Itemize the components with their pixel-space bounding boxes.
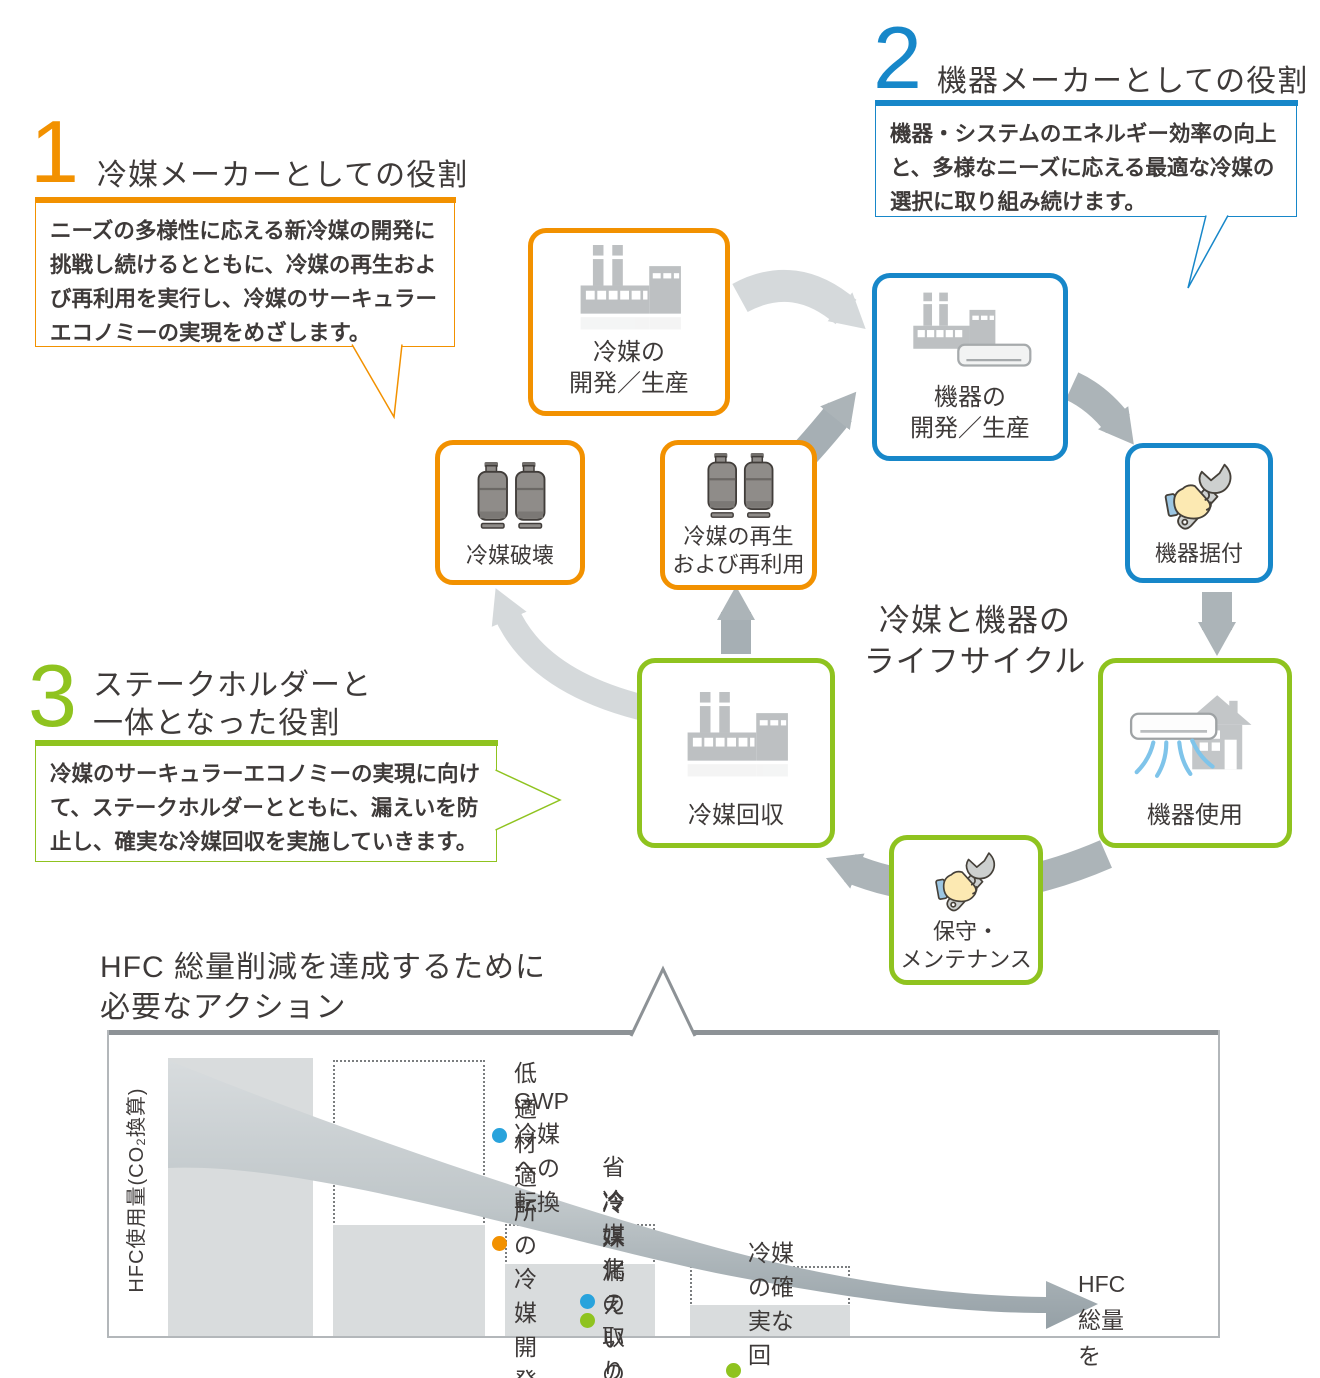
node-equipment-use-label: 機器使用	[1147, 802, 1243, 829]
node-refrigerant-destruction: 冷媒破壊	[435, 440, 585, 585]
node-equipment-dev-label: 機器の	[934, 384, 1006, 411]
section-1-number: 1	[30, 102, 79, 201]
section-2-bubble-text: 機器・システムのエネルギー効率の向上と、多様なニーズに応える最適な冷媒の選択に取…	[890, 122, 1277, 214]
section-2-number: 2	[873, 8, 922, 107]
wrench-hand-icon	[931, 840, 1001, 918]
node-equipment-dev: 機器の 開発／生産	[872, 273, 1068, 461]
gas-cylinders-icon	[696, 445, 782, 523]
section-1-bubble-bar	[34, 196, 456, 203]
section-2-bubble: 機器・システムのエネルギー効率の向上と、多様なニーズに応える最適な冷媒の選択に取…	[874, 99, 1298, 217]
section-1-bubble-text: ニーズの多様性に応える新冷媒の開発に挑戦し続けるとともに、冷媒の再生および再利用…	[50, 219, 438, 345]
factory-icon	[559, 233, 699, 337]
factory-icon	[666, 663, 806, 800]
chart-border-right	[1218, 1030, 1220, 1338]
node-refrigerant-recycle: 冷媒の再生 および再利用	[660, 440, 817, 590]
section-3-bubble-tail	[495, 769, 562, 831]
wrench-hand-icon	[1162, 448, 1236, 540]
node-refrigerant-recovery: 冷媒回収	[637, 658, 835, 848]
chart-plot-area: HFC使用量(CO₂換算)	[107, 1030, 1220, 1338]
hfc-bar-1	[168, 1030, 313, 1338]
section-3-bubble: 冷媒のサーキュラーエコノミーの実現に向けて、ステークホルダーとともに、漏えいを防…	[34, 739, 498, 862]
node-refrigerant-dev-label: 冷媒の	[593, 339, 665, 366]
y-axis-label: HFC使用量(CO₂換算)	[126, 1087, 148, 1293]
node-refrigerant-dev: 冷媒の 開発／生産	[528, 228, 730, 416]
annotation-refrigerant-dev: 適材適所の冷媒開発	[492, 1090, 537, 1378]
section-1-bubble: ニーズの多様性に応える新冷媒の開発に挑戦し続けるとともに、冷媒の再生および再利用…	[34, 196, 456, 347]
section-3-bubble-text: 冷媒のサーキュラーエコノミーの実現に向けて、ステークホルダーとともに、漏えいを防…	[50, 762, 481, 854]
chart-border-left	[107, 1030, 109, 1338]
section-3-title-line2: 一体となった役割	[93, 707, 341, 740]
annotation-leak-reduction: 冷媒漏えいの低減	[580, 1184, 625, 1378]
section-2-bubble-bar	[874, 99, 1298, 106]
section-1-title: 冷媒メーカーとしての役割	[97, 159, 469, 192]
green-bullet-icon	[726, 1362, 741, 1378]
gas-cylinders-icon	[468, 445, 552, 542]
hfc-goal-label: HFC総量を 最大限削減	[1078, 1271, 1126, 1369]
node-maintenance-label: 保守・	[932, 919, 999, 944]
node-maintenance: 保守・ メンテナンス	[889, 835, 1043, 985]
section-2-title: 機器メーカーとしての役割	[937, 65, 1309, 98]
annotation-recovery-recycle-destroy: 冷媒の確実な回収・再生・破壊	[726, 1234, 794, 1378]
section-3-bubble-bar	[34, 739, 498, 746]
chart-border-bottom	[107, 1336, 1220, 1338]
node-refrigerant-recycle-label: 冷媒の再生	[683, 524, 794, 549]
section-3-title-line1: ステークホルダーと	[93, 669, 372, 702]
chart-title: HFC 総量削減を達成するために 必要なアクション	[100, 951, 546, 1024]
section-3-number: 3	[28, 646, 77, 745]
orange-bullet-icon	[492, 1235, 507, 1251]
arrow-equipdev-to-install	[1065, 372, 1134, 445]
green-bullet-icon	[580, 1312, 595, 1328]
hfc-bar-2-dotted-outline	[333, 1060, 485, 1227]
arrow-dev-to-equipdev	[732, 269, 866, 329]
node-equipment-install-label: 機器据付	[1154, 541, 1243, 566]
node-refrigerant-destruction-label: 冷媒破壊	[465, 543, 554, 568]
node-equipment-install: 機器据付	[1125, 443, 1273, 583]
aircon-house-icon	[1119, 663, 1271, 800]
lifecycle-center-label: 冷媒と機器の ライフサイクル	[863, 603, 1087, 679]
factory-aircon-icon	[895, 278, 1045, 382]
node-refrigerant-recovery-label: 冷媒回収	[688, 802, 784, 829]
chart-callout-notch	[629, 965, 697, 1037]
node-equipment-use: 機器使用	[1098, 658, 1292, 848]
hfc-bar-2	[333, 1030, 485, 1338]
